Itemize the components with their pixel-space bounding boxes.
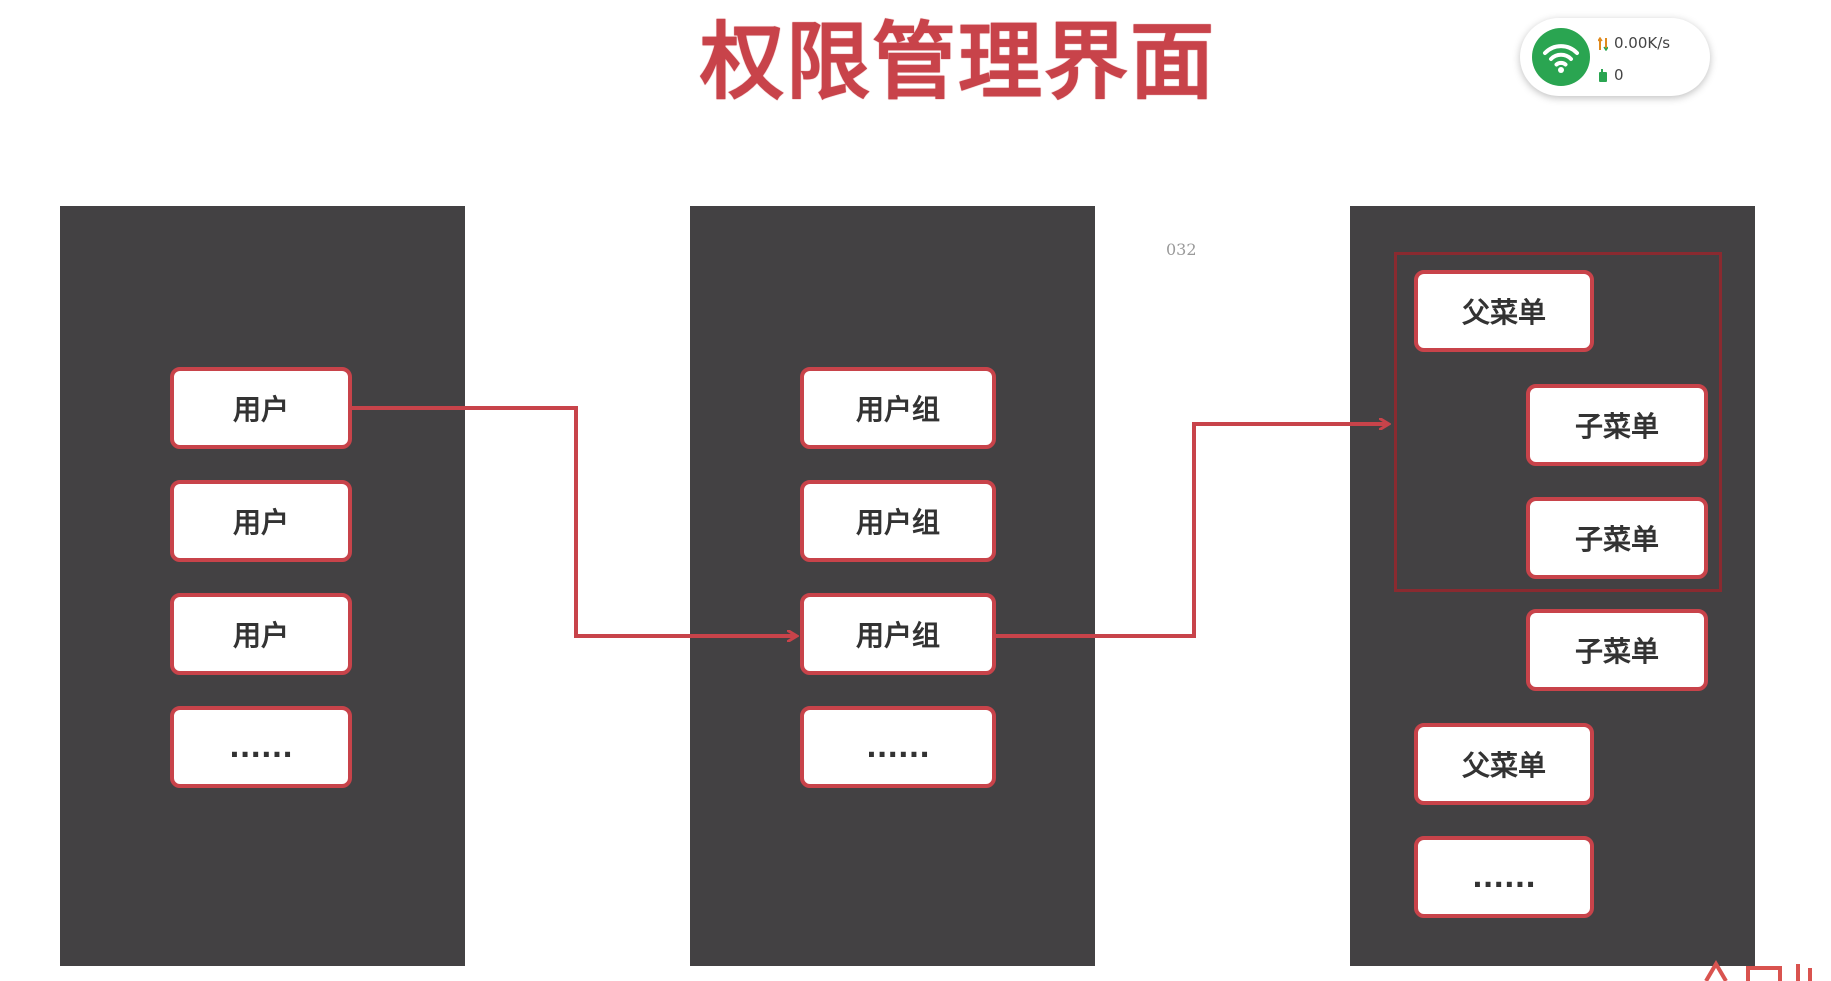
page-title: 权限管理界面 — [700, 13, 1217, 111]
slide-number: 032 — [1166, 240, 1197, 259]
parent-menu-node-more[interactable]: ...... — [1414, 836, 1594, 918]
network-speed: 0.00K/s — [1597, 34, 1671, 52]
network-status-widget[interactable]: 0.00K/s 0 — [1520, 18, 1710, 96]
transfer-icon — [1597, 36, 1609, 51]
user-node[interactable]: 用户 — [170, 480, 352, 562]
group-node-more[interactable]: ...... — [800, 706, 996, 788]
parent-menu-node[interactable]: 父菜单 — [1414, 723, 1594, 805]
wifi-icon — [1532, 28, 1590, 86]
child-menu-node[interactable]: 子菜单 — [1526, 384, 1708, 466]
users-panel — [60, 206, 465, 966]
child-menu-node[interactable]: 子菜单 — [1526, 497, 1708, 579]
speed-value: 0.00K/s — [1614, 34, 1671, 52]
group-node[interactable]: 用户组 — [800, 593, 996, 675]
child-menu-node[interactable]: 子菜单 — [1526, 609, 1708, 691]
parent-menu-node[interactable]: 父菜单 — [1414, 270, 1594, 352]
group-to-menu-arrow — [996, 424, 1388, 638]
user-node[interactable]: 用户 — [170, 593, 352, 675]
menu-group-highlight — [1394, 252, 1722, 592]
corner-watermark — [1704, 960, 1812, 981]
user-node[interactable]: 用户 — [170, 367, 352, 449]
device-count: 0 — [1598, 66, 1624, 84]
user-to-group-arrow — [352, 406, 796, 636]
groups-panel — [690, 206, 1095, 966]
phone-icon — [1598, 68, 1608, 83]
group-node[interactable]: 用户组 — [800, 367, 996, 449]
count-value: 0 — [1614, 66, 1624, 84]
group-node[interactable]: 用户组 — [800, 480, 996, 562]
user-node-more[interactable]: ...... — [170, 706, 352, 788]
